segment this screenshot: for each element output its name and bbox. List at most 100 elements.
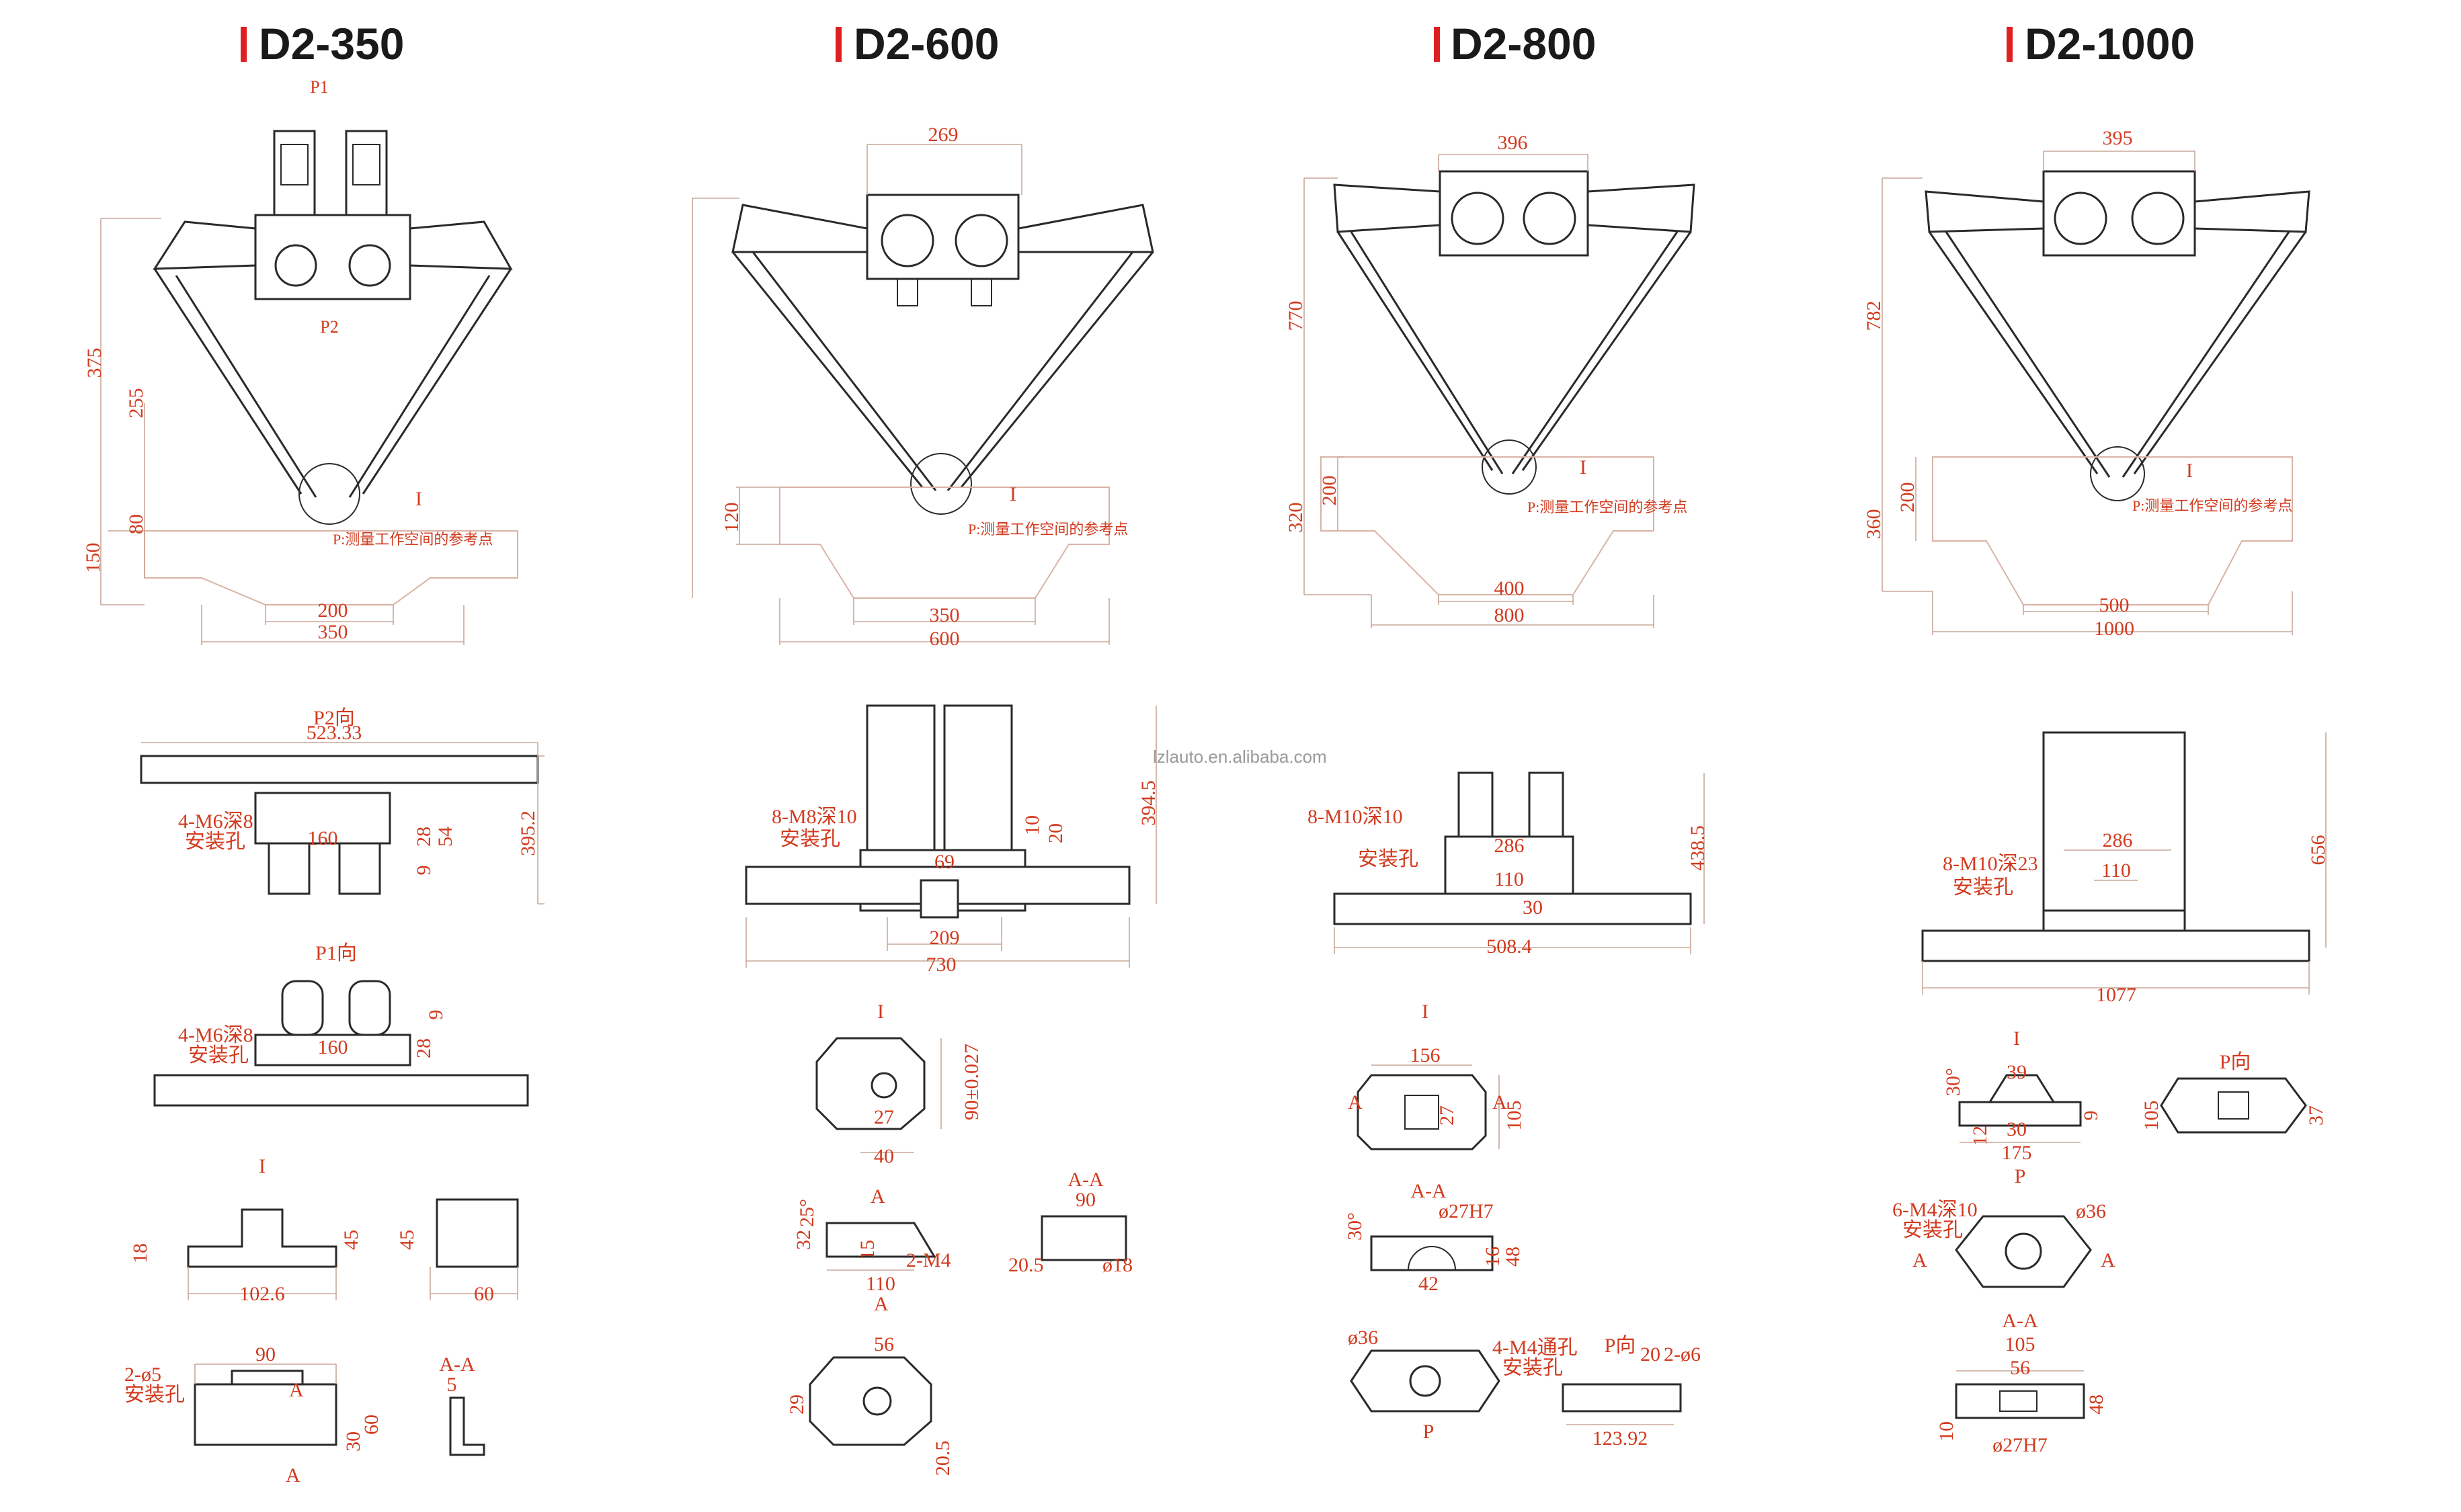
- dim-label: 16: [1482, 1247, 1504, 1267]
- gear-icon: [1451, 192, 1504, 245]
- dim-label: A: [1492, 1091, 1507, 1114]
- detail-title: I: [1422, 1001, 1428, 1023]
- ref-note: P:测量工作空间的参考点: [2132, 497, 2292, 514]
- dim-label: 8-M8深10: [772, 806, 857, 828]
- upper-arm: [731, 204, 869, 253]
- dim-label: 安装孔: [1902, 1219, 1963, 1241]
- dim-label: 30°: [1344, 1212, 1366, 1241]
- dim-label: 438.5: [1687, 825, 1709, 871]
- dim-width-inner: 500: [2099, 594, 2130, 616]
- d2-600-detail-i: I 90±0.027 27 40: [815, 1001, 983, 1167]
- arm-rail: [1921, 929, 2310, 962]
- dim-label: 2-ø6: [1664, 1343, 1701, 1366]
- title-d2-1000: D2-1000: [2025, 19, 2195, 69]
- dim-label: 4-M4通孔: [1492, 1337, 1578, 1359]
- p-view-plate: [2160, 1077, 2307, 1134]
- upper-arm: [1017, 204, 1154, 253]
- dim-height-total: 770: [1285, 301, 1307, 331]
- gear-icon: [274, 244, 317, 287]
- dim-label: 90±0.027: [961, 1044, 983, 1120]
- label-p2: P2: [320, 317, 338, 337]
- gear-icon: [1523, 192, 1576, 245]
- detail-title: P向: [2220, 1051, 2251, 1073]
- base-plate: [866, 194, 1020, 280]
- joint-plate: [1357, 1074, 1487, 1150]
- motor-housing: [2042, 731, 2186, 912]
- d2-350-p1-view: P1向 4-M6深8 安装孔 160 28 9: [153, 942, 529, 1107]
- d2-1000-detail-p: P向 105 37: [2140, 1051, 2327, 1134]
- d2-350-front-view: P1 P2 375 255 80 150 I P:测量工作空间的参考点 200 …: [82, 77, 518, 645]
- joint-bracket: [1958, 1074, 2082, 1127]
- title-marker: [836, 27, 842, 62]
- base-plate: [254, 792, 391, 845]
- dim-label: 110: [866, 1273, 895, 1295]
- bracket-side: [436, 1198, 519, 1268]
- gear-icon: [2054, 192, 2107, 245]
- view-title: P2向: [313, 707, 355, 729]
- dim-label: 102.6: [239, 1283, 285, 1305]
- dim-label: ø36: [1348, 1327, 1378, 1349]
- dim-label: 160: [318, 1036, 348, 1058]
- view-title: P1向: [315, 942, 357, 964]
- dim-label: A: [1348, 1091, 1363, 1114]
- dim-label: 32: [793, 1230, 815, 1250]
- section-aa: [1041, 1215, 1127, 1261]
- dim-label: 105: [2140, 1101, 2163, 1131]
- dim-height-arm: 255: [125, 388, 147, 419]
- dim-label: 9: [413, 866, 435, 876]
- dim-label: ø18: [1102, 1254, 1133, 1276]
- joint-plate: [815, 1037, 926, 1130]
- ref-mark: I: [415, 488, 422, 510]
- dim-label: 6-M4深10: [1892, 1199, 1978, 1221]
- dim-width-inner: 200: [318, 599, 348, 622]
- dim-label: 395.2: [517, 810, 539, 856]
- motor: [348, 980, 391, 1036]
- dim-label: 20.5: [932, 1441, 954, 1476]
- dim-label: 2-M4: [906, 1249, 951, 1271]
- base-plate: [2042, 170, 2196, 257]
- title-d2-800: D2-800: [1451, 19, 1596, 69]
- dim-label: 42: [1418, 1273, 1439, 1295]
- dim-label: 27: [874, 1106, 894, 1128]
- dim-label: A: [874, 1293, 889, 1315]
- base-plate: [1444, 835, 1574, 898]
- dim-label: A: [289, 1379, 304, 1401]
- section-block: [1955, 1383, 2085, 1419]
- dim-label: 25°: [796, 1199, 818, 1227]
- dim-label: 60: [360, 1415, 382, 1435]
- dim-label: 730: [926, 954, 957, 976]
- dim-label: 安装孔: [1953, 876, 2013, 898]
- dim-label: P: [2015, 1165, 2026, 1187]
- d2-800-detail-i: I 156 A A 105 27: [1348, 1001, 1525, 1150]
- upper-arm: [2193, 190, 2310, 233]
- dim-label: 安装孔: [185, 831, 245, 853]
- dim-label: P: [1423, 1421, 1435, 1443]
- dim-label: 安装孔: [124, 1384, 185, 1406]
- upper-arm: [1586, 183, 1695, 233]
- detail-title: A-A: [1067, 1169, 1104, 1191]
- dim-label: 15: [856, 1240, 879, 1260]
- ref-note: P:测量工作空间的参考点: [333, 531, 493, 548]
- base-plate: [254, 1034, 411, 1066]
- dim-label: 安装孔: [188, 1044, 249, 1066]
- dim-label: ø36: [2076, 1200, 2106, 1222]
- arm-rail: [153, 1074, 529, 1107]
- dim-label: A: [286, 1464, 300, 1486]
- title-marker: [1434, 27, 1440, 62]
- dim-width-inner: 350: [930, 604, 960, 626]
- dim-label: 20.5: [1008, 1254, 1044, 1276]
- upper-arm: [153, 220, 257, 270]
- dim-label: 2-ø5: [124, 1363, 161, 1386]
- dim-label: 12: [1969, 1126, 1991, 1146]
- dim-label: 28: [413, 827, 435, 847]
- gear-icon: [955, 214, 1008, 267]
- motor: [1528, 771, 1564, 838]
- d2-800-front-view: 396 770 200 320 I P:测量工作空间的参考点 400 800: [1285, 132, 1695, 628]
- dim-width-top: 395: [2103, 127, 2133, 149]
- dim-label: A: [2101, 1249, 2115, 1271]
- dim-height-workspace: 120: [721, 503, 743, 533]
- dim-label: 10: [1935, 1421, 1958, 1441]
- motor: [281, 980, 324, 1036]
- d2-600-side-view: 8-M8深10 安装孔 69 10 20 394.5 209 730: [745, 704, 1160, 976]
